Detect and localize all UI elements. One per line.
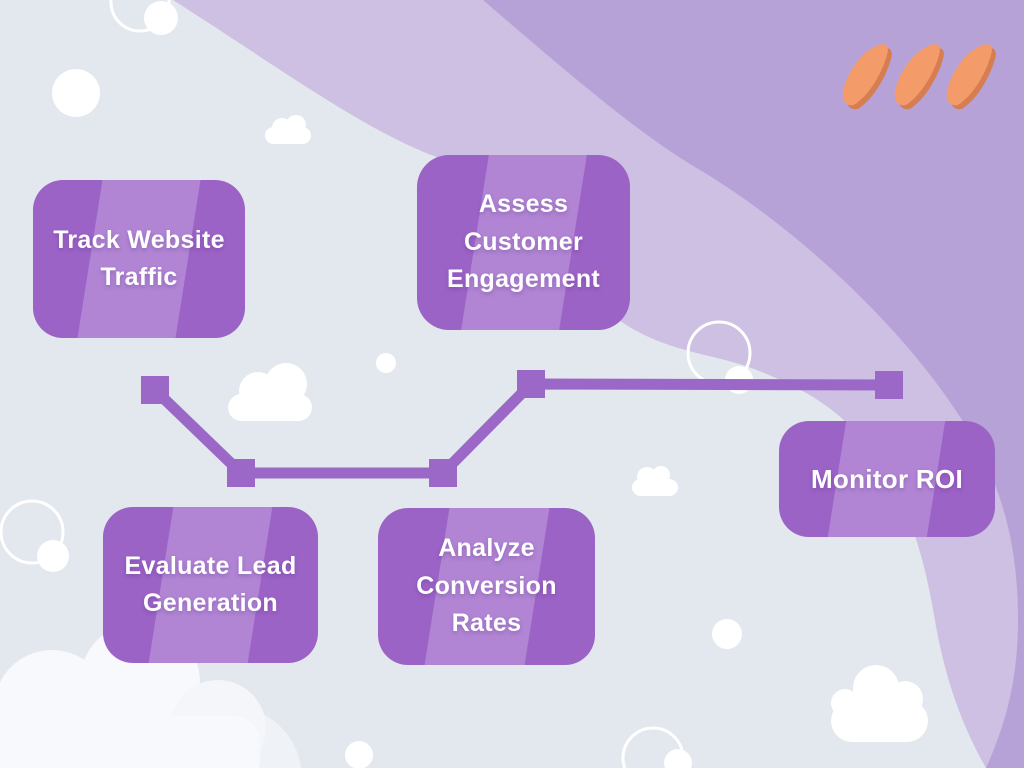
node-label: Track Website Traffic bbox=[53, 225, 225, 292]
slash-icon bbox=[946, 44, 996, 110]
slash-icon bbox=[894, 44, 944, 110]
node-label: Monitor ROI bbox=[810, 463, 964, 494]
cloud-icon bbox=[632, 466, 678, 496]
cloud-icon bbox=[265, 115, 311, 144]
flowchart-node-analyze-conversion-rates: Analyze Conversion Rates bbox=[378, 508, 595, 665]
cloud-icon bbox=[228, 363, 312, 421]
brand-logo bbox=[842, 44, 996, 110]
flowchart-node-evaluate-lead-generation: Evaluate Lead Generation bbox=[103, 507, 318, 663]
flowchart-node-monitor-roi: Monitor ROI bbox=[779, 421, 995, 537]
node-label: Assess Customer Engagement bbox=[446, 190, 601, 294]
node-label: Analyze Conversion Rates bbox=[416, 534, 557, 638]
flowchart-node-assess-customer-engagement: Assess Customer Engagement bbox=[417, 155, 630, 330]
slash-icon bbox=[842, 44, 892, 110]
cloud-icon bbox=[831, 665, 928, 742]
node-label: Evaluate Lead Generation bbox=[124, 551, 297, 618]
flowchart-node-track-website-traffic: Track Website Traffic bbox=[33, 180, 245, 338]
